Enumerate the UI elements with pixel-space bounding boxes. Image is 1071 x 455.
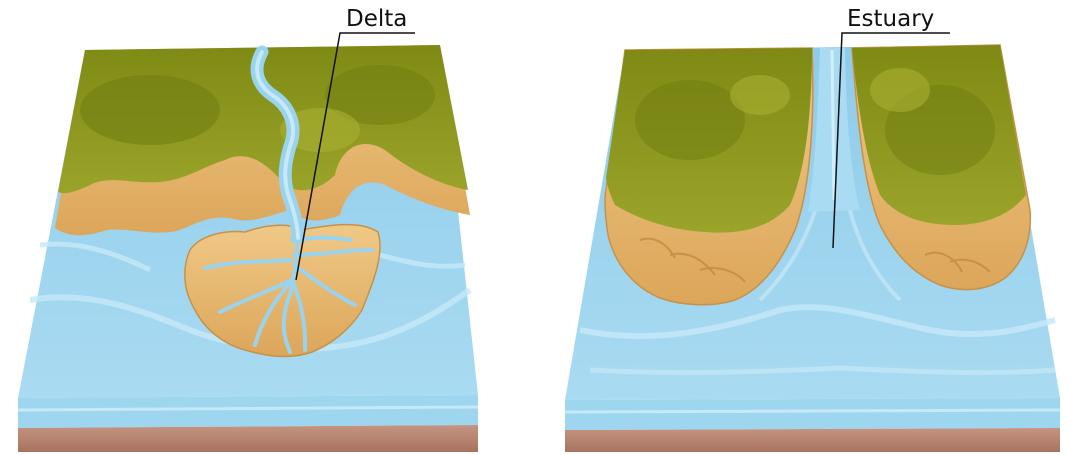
estuary-channel-highlight — [832, 50, 834, 200]
estuary-block — [565, 45, 1060, 452]
delta-land-shade — [80, 75, 220, 145]
estuary-label: Estuary — [847, 6, 934, 32]
estuary-left-land-highlight — [730, 75, 790, 115]
estuary-front-soil — [565, 428, 1060, 452]
estuary-front-water — [565, 398, 1060, 430]
estuary-right-land-highlight — [870, 68, 930, 112]
estuary-left-land-shade — [635, 80, 745, 160]
delta-front-soil — [18, 425, 478, 452]
estuary-front-water-line — [565, 410, 1060, 412]
delta-label: Delta — [346, 6, 407, 32]
delta-front-water — [18, 395, 478, 428]
delta-block — [18, 45, 478, 452]
